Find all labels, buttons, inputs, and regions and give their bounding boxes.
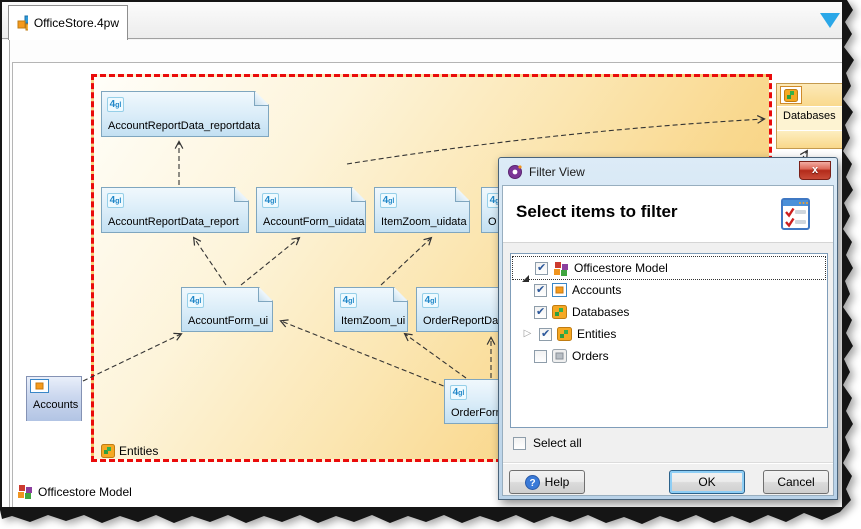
tab-officestore[interactable]: OfficeStore.4pw [8, 5, 128, 40]
checkbox-select-all[interactable] [513, 436, 526, 450]
dialog-title: Filter View [529, 164, 585, 179]
entities-group-label: Entities [101, 444, 158, 458]
dialog-heading: Select items to filter [516, 202, 678, 221]
checkbox-officestore-model[interactable] [535, 261, 548, 275]
canvas-left-edge [9, 40, 10, 507]
databases-icon-row [777, 84, 842, 107]
node-accounts[interactable]: Accounts [26, 376, 82, 421]
tree-label: Orders [572, 349, 609, 363]
tree-item-accounts[interactable]: Accounts [513, 279, 825, 301]
package-orange-icon [101, 444, 115, 458]
app-window: OfficeStore.4pw Entities [2, 2, 842, 507]
expander-open-icon[interactable] [517, 261, 530, 282]
node-accountreportdata-reportdata[interactable]: 4gl AccountReportData_reportdata [101, 91, 269, 137]
tree-label: Accounts [572, 283, 622, 297]
4gl-file-icon: 4gl [380, 193, 397, 208]
workspace-icon [17, 15, 28, 31]
expander-closed-icon[interactable]: ▷ [523, 328, 532, 339]
tree-item-databases[interactable]: Databases [513, 301, 825, 323]
cancel-button[interactable]: Cancel [763, 470, 829, 494]
tree-item-officestore-model[interactable]: Officestore Model [512, 256, 826, 282]
tab-bar: OfficeStore.4pw [2, 2, 842, 40]
checklist-icon [781, 198, 810, 230]
help-label: Help [544, 475, 570, 489]
accounts-icon-row [27, 377, 81, 396]
app-logo-icon [508, 164, 522, 179]
4gl-file-icon: 4gl [450, 385, 467, 400]
package-orange-icon [552, 305, 567, 319]
cancel-label: Cancel [777, 475, 815, 489]
node-itemzoom-uidata[interactable]: 4gl ItemZoom_uidata [374, 187, 470, 233]
ok-button[interactable]: OK [669, 470, 745, 494]
footer-separator [503, 462, 833, 464]
dialog-client: Select items to filter [502, 185, 834, 496]
tree-label: Officestore Model [574, 261, 668, 275]
close-icon[interactable]: x [799, 161, 831, 180]
tree-label: Databases [572, 305, 630, 319]
tab-scroll-triangle-icon[interactable] [820, 13, 840, 28]
dialog-header: Select items to filter [503, 186, 833, 243]
dialog-titlebar[interactable]: Filter View [499, 158, 837, 185]
filter-view-dialog: Filter View x Select items to filter [498, 157, 838, 500]
package-gray-icon [552, 349, 567, 363]
node-label: ItemZoom_uidata [381, 216, 467, 228]
4gl-file-icon: 4gl [107, 97, 124, 112]
4gl-file-icon: 4gl [340, 293, 357, 308]
ok-label: OK [698, 475, 716, 489]
help-button[interactable]: ? Help [509, 470, 585, 494]
accounts-label: Accounts [33, 399, 79, 411]
package-orange-icon [780, 86, 802, 104]
node-itemzoom-ui[interactable]: 4gl ItemZoom_ui [334, 287, 408, 332]
checkbox-databases[interactable] [534, 305, 547, 319]
checkbox-orders[interactable] [534, 349, 547, 363]
node-databases[interactable]: Databases [776, 83, 842, 149]
entities-group-text: Entities [119, 444, 159, 458]
node-label: AccountReportData_reportdata [108, 120, 261, 132]
node-accountform-ui[interactable]: 4gl AccountForm_ui [181, 287, 273, 332]
filter-tree: Officestore Model Accounts [510, 253, 828, 428]
select-all-label: Select all [533, 436, 582, 450]
tree-item-orders[interactable]: Orders [513, 345, 825, 367]
svg-text:?: ? [529, 478, 535, 489]
entity-icon [30, 379, 49, 393]
tree-item-entities[interactable]: ▷ Entities [513, 323, 825, 345]
node-label: OrderReportDa [423, 315, 499, 327]
4gl-file-icon: 4gl [107, 193, 124, 208]
model-cubes-icon [554, 261, 568, 276]
package-orange-icon [557, 327, 572, 341]
model-cubes-icon [18, 485, 32, 499]
tree-label: Entities [577, 327, 617, 341]
entity-icon [552, 283, 567, 297]
node-label: AccountForm_uidata [263, 216, 365, 228]
checkbox-accounts[interactable] [534, 283, 547, 297]
node-label: O [488, 216, 497, 228]
node-label: ItemZoom_ui [341, 315, 406, 327]
help-icon: ? [524, 474, 540, 490]
4gl-file-icon: 4gl [422, 293, 439, 308]
databases-label: Databases [783, 110, 836, 122]
page-model-label: Officestore Model [17, 484, 132, 499]
4gl-file-icon: 4gl [187, 293, 204, 308]
node-accountreportdata-report[interactable]: 4gl AccountReportData_report [101, 187, 249, 233]
checkbox-entities[interactable] [539, 327, 552, 341]
4gl-file-icon: 4gl [262, 193, 279, 208]
node-label: AccountForm_ui [188, 315, 269, 327]
page-model-text: Officestore Model [38, 484, 132, 499]
tab-label: OfficeStore.4pw [33, 16, 119, 30]
node-label: AccountReportData_report [108, 216, 239, 228]
node-accountform-uidata[interactable]: 4gl AccountForm_uidata [256, 187, 366, 233]
node-label: OrderForm [451, 407, 505, 419]
select-all-row[interactable]: Select all [513, 436, 582, 450]
